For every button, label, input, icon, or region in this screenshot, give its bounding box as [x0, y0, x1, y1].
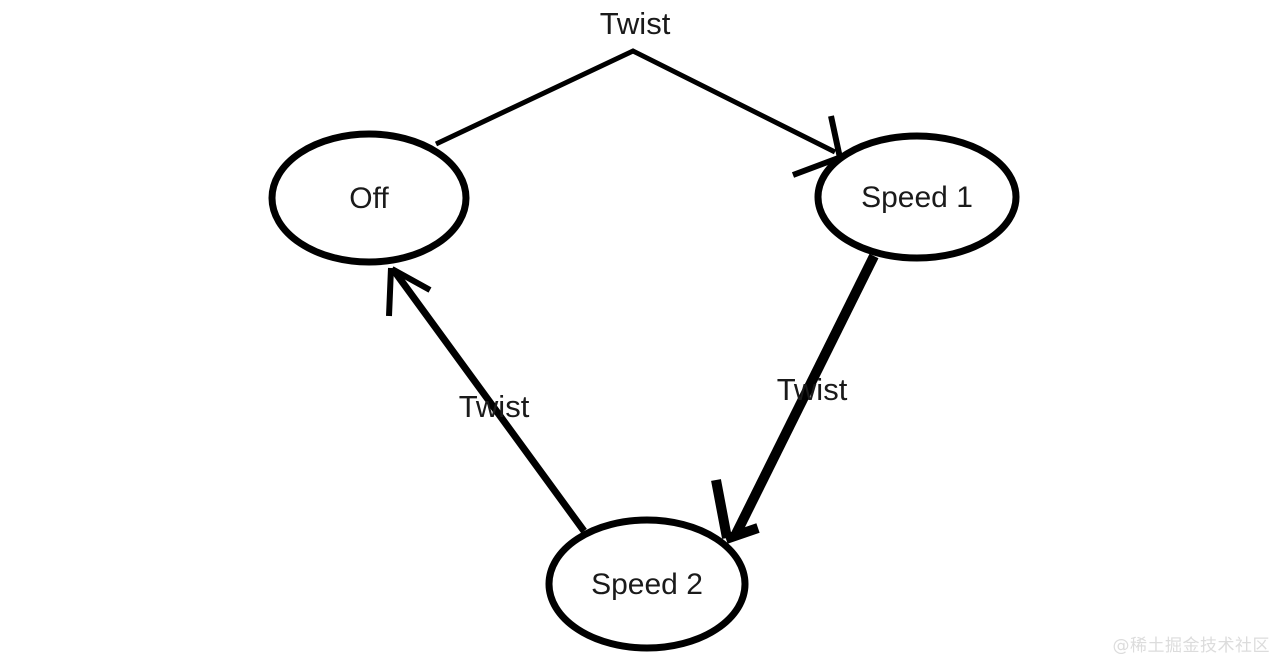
edge-speed1-to-speed2[interactable]: Twist	[711, 253, 879, 544]
edge-speed1-to-speed2-line	[731, 253, 879, 537]
node-speed1[interactable]: Speed 1	[814, 132, 1020, 262]
node-speed2[interactable]: Speed 2	[545, 516, 749, 652]
node-speed1-shape	[814, 132, 1020, 262]
edge-label-speed1-to-speed2: Twist	[777, 372, 848, 407]
node-speed2-label: Speed 2	[591, 568, 703, 601]
node-off[interactable]: Off	[268, 130, 470, 266]
edge-speed2-to-off[interactable]: Twist	[386, 266, 587, 534]
edge-speed2-to-off-line	[392, 269, 587, 534]
edge-label-speed2-to-off: Twist	[459, 389, 530, 424]
node-off-shape	[268, 130, 470, 266]
node-speed2-shape	[545, 516, 749, 652]
edge-label-off-to-speed1: Twist	[600, 6, 671, 41]
edge-speed1-to-speed2-arrowhead	[711, 479, 760, 544]
node-off-label: Off	[349, 182, 389, 215]
node-speed1-label: Speed 1	[861, 181, 973, 214]
watermark: @稀土掘金技术社区	[1112, 636, 1270, 656]
edge-off-to-speed1-line	[434, 48, 837, 155]
edge-off-to-speed1[interactable]: Twist	[434, 6, 843, 178]
edge-speed2-to-off-arrowhead	[386, 266, 432, 317]
